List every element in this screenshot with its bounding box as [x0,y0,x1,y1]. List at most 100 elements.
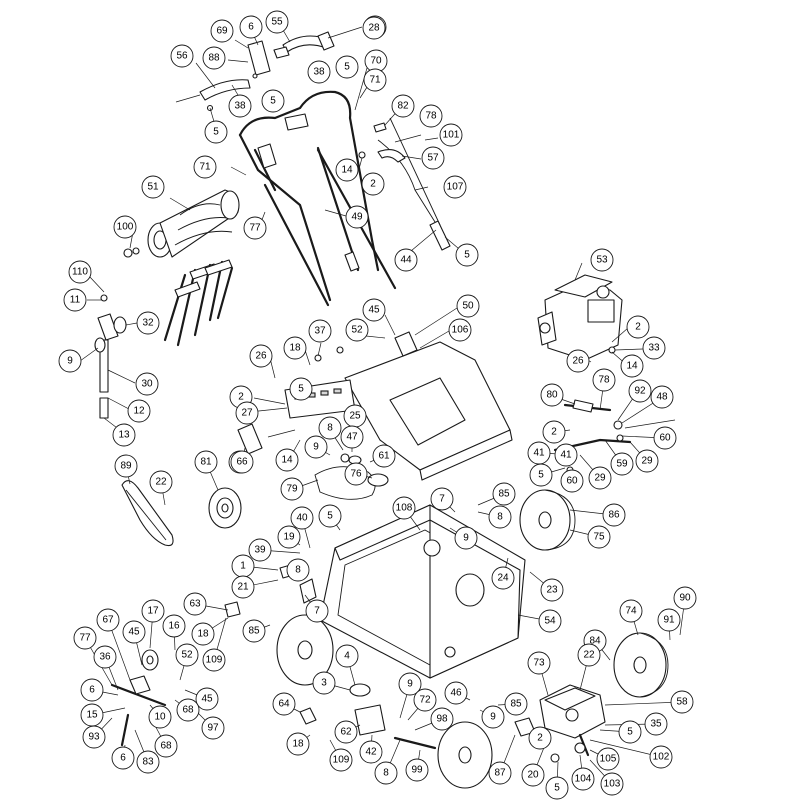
callout-balloon [635,449,659,473]
callout-label: 38 [313,67,325,78]
callout-label: 26 [255,351,267,362]
callout-2: 2 [626,315,650,339]
reel-cutter-assembly [123,189,240,347]
callout-label: 84 [589,636,601,647]
callout-label: 86 [608,510,620,521]
callout-51: 51 [141,175,165,199]
callout-label: 68 [160,741,172,752]
callout-label: 18 [292,739,304,750]
callout-balloon [673,586,697,610]
callout-balloon [141,599,165,623]
callout-6: 6 [111,746,135,770]
callout-73: 73 [527,651,551,675]
callout-91: 91 [657,608,681,632]
callout-label: 5 [213,127,219,138]
callout-balloon [620,354,644,378]
callout-balloon [265,10,289,34]
callout-5: 5 [618,720,642,744]
callout-label: 5 [554,783,560,794]
callout-balloon [644,712,668,736]
callout-label: 32 [142,318,154,329]
callout-20: 20 [521,763,545,787]
callout-label: 48 [656,392,668,403]
callout-balloon [243,216,267,240]
callout-balloon [112,423,136,447]
callout-balloon [149,470,173,494]
callout-77: 77 [73,626,97,650]
callout-60: 60 [560,469,584,493]
callout-balloon [610,452,634,476]
callout-label: 81 [200,457,212,468]
wheels [276,489,669,789]
callout-52: 52 [175,643,199,667]
callout-label: 13 [118,430,130,441]
callout-9: 9 [58,349,82,373]
callout-label: 102 [653,752,670,763]
callout-label: 37 [314,326,326,337]
callout-105: 105 [596,747,620,771]
callout-40: 40 [290,506,314,530]
callout-balloon [170,44,194,68]
callout-label: 42 [365,747,377,758]
callout-label: 54 [544,616,556,627]
callout-label: 30 [141,379,153,390]
callout-9: 9 [481,705,505,729]
callout-29: 29 [588,466,612,490]
callout-100: 100 [113,215,137,239]
callout-balloon [626,315,650,339]
callout-balloon [96,608,120,632]
callout-45: 45 [195,687,219,711]
callout-label: 104 [575,774,592,785]
callout-36: 36 [93,645,117,669]
callout-label: 97 [207,723,219,734]
callout-label: 59 [616,459,628,470]
callout-label: 6 [248,22,254,33]
callout-balloon [195,687,219,711]
callout-68: 68 [176,698,200,722]
callout-22: 22 [149,470,173,494]
callout-41: 41 [527,441,551,465]
callout-balloon [289,377,313,401]
callout-label: 68 [182,705,194,716]
callout-5: 5 [335,55,359,79]
callout-label: 73 [533,658,545,669]
callout-label: 41 [560,450,572,461]
callout-balloon [443,175,467,199]
callout-balloon [590,248,614,272]
callout-balloon [136,750,160,774]
callout-balloon [329,748,353,772]
callout-balloon [194,450,218,474]
callout-37: 37 [308,319,332,343]
callout-balloon [93,645,117,669]
callout-29: 29 [635,449,659,473]
callout-balloon [619,599,643,623]
callout-balloon [113,215,137,239]
callout-balloons: 6965528568838570283855718278101571427110… [58,10,697,800]
callout-label: 108 [396,503,413,514]
callout-balloon [345,318,369,342]
callout-8: 8 [374,761,398,785]
callout-90: 90 [673,586,697,610]
callout-label: 109 [206,655,223,666]
callout-balloon [305,599,329,623]
callout-102: 102 [649,745,673,769]
callout-4: 4 [335,644,359,668]
callout-balloon [58,349,82,373]
callout-98: 98 [430,707,454,731]
callout-5: 5 [455,243,479,267]
callout-balloon [554,443,578,467]
callout-14: 14 [335,158,359,182]
callout-balloon [650,385,674,409]
callout-67: 67 [96,608,120,632]
callout-label: 1 [240,561,246,572]
callout-label: 5 [327,511,333,522]
callout-74: 74 [619,599,643,623]
callout-8: 8 [488,505,512,529]
callout-label: 7 [314,606,320,617]
callout-label: 5 [464,250,470,261]
callout-label: 56 [176,51,188,62]
callout-label: 15 [86,710,98,721]
callout-9: 9 [454,526,478,550]
callout-balloon [283,336,307,360]
callout-88: 88 [202,46,226,70]
